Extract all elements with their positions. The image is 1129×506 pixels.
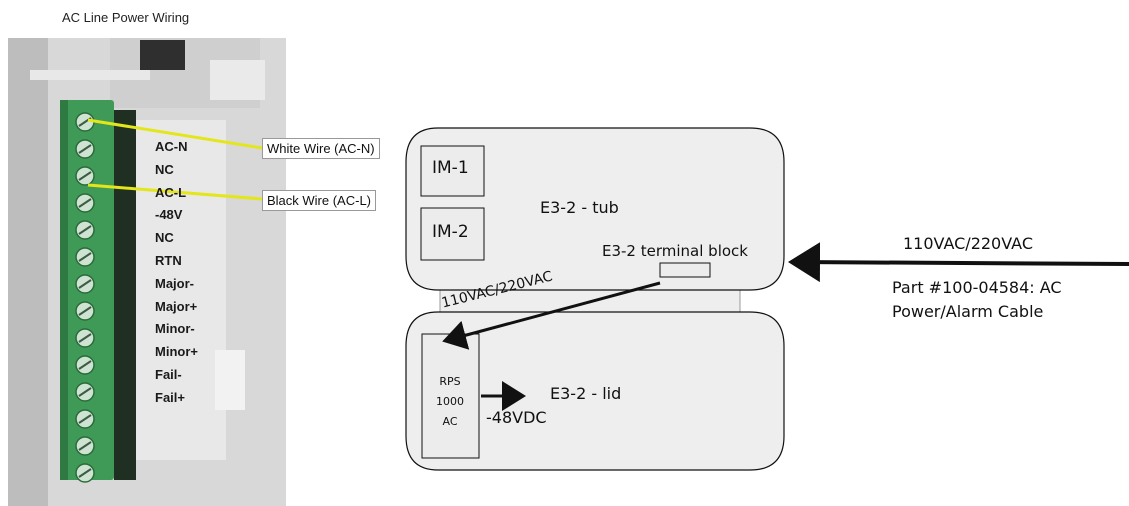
rps-label: RPS 1000 AC [430, 372, 470, 432]
dc-label: -48VDC [486, 408, 547, 427]
cable-line-1: Part #100-04584: AC [892, 278, 1062, 297]
terminal-label: Minor+ [155, 344, 198, 359]
im1-label: IM-1 [432, 158, 469, 178]
terminal-label: Minor- [155, 321, 195, 336]
rps-line-1: RPS [430, 372, 470, 392]
terminal-block-rect [660, 263, 710, 277]
terminal-label: NC [155, 230, 174, 245]
terminal-label: AC-N [155, 139, 188, 154]
im2-label: IM-2 [432, 222, 469, 242]
terminal-label: Fail+ [155, 390, 185, 405]
rps-line-3: AC [430, 412, 470, 432]
ac-input-arrow [796, 262, 1129, 264]
lid-label: E3-2 - lid [550, 384, 621, 403]
white-wire-label: White Wire (AC-N) [262, 138, 380, 159]
terminal-label: Major+ [155, 299, 197, 314]
terminal-label: AC-L [155, 185, 186, 200]
terminal-label: RTN [155, 253, 182, 268]
terminal-block-label: E3-2 terminal block [602, 242, 748, 260]
tub-label: E3-2 - tub [540, 198, 619, 217]
terminal-label: NC [155, 162, 174, 177]
cable-line-2: Power/Alarm Cable [892, 302, 1043, 321]
input-voltage-label: 110VAC/220VAC [903, 234, 1033, 253]
terminal-label: Major- [155, 276, 194, 291]
black-wire-label: Black Wire (AC-L) [262, 190, 376, 211]
rps-line-2: 1000 [430, 392, 470, 412]
terminal-label: Fail- [155, 367, 182, 382]
terminal-photo [8, 38, 286, 506]
terminal-label: -48V [155, 207, 182, 222]
